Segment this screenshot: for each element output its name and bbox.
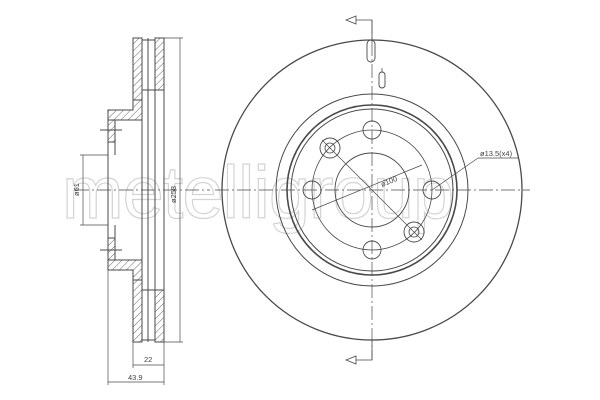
top-hat-flange bbox=[107, 99, 143, 121]
watermark: metelligroup bbox=[61, 150, 454, 234]
top-outer-plate bbox=[132, 37, 143, 101]
side-view bbox=[75, 37, 210, 385]
overall-height-label: 43.9 bbox=[128, 373, 143, 382]
threaded-hole-upper-left bbox=[319, 137, 341, 159]
hub-diameter-label: ø61 bbox=[72, 183, 81, 196]
bottom-hub-wall bbox=[107, 237, 116, 261]
bottom-inner-plate bbox=[154, 289, 165, 343]
section-arrow-bottom-icon bbox=[344, 355, 357, 365]
top-hub-wall bbox=[107, 119, 116, 143]
wear-indicator-marker bbox=[378, 71, 386, 89]
front-view bbox=[215, 15, 530, 365]
bolt-hole-label: ø13.5(x4) bbox=[480, 149, 513, 158]
outer-diameter-label: ø258 bbox=[169, 186, 178, 203]
section-arrow-top-icon bbox=[344, 15, 357, 25]
top-inner-plate bbox=[154, 37, 165, 91]
thickness-label: 22 bbox=[144, 355, 152, 364]
bottom-hat-flange bbox=[107, 259, 143, 281]
threaded-hole-lower-right bbox=[403, 221, 425, 243]
watermark-text: metelligroup bbox=[62, 151, 453, 234]
vent-slot-marker bbox=[366, 39, 376, 63]
bottom-outer-plate bbox=[132, 279, 143, 343]
